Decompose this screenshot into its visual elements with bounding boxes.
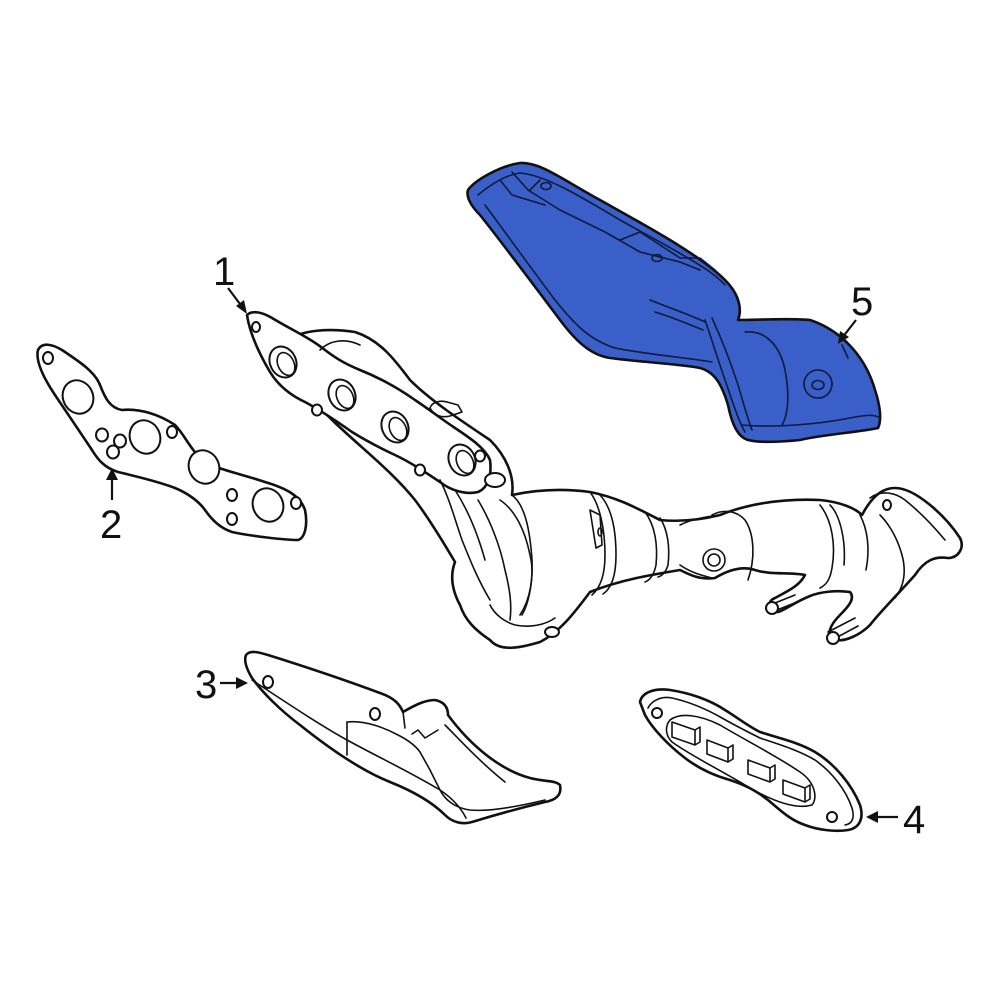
callout-arrow-5	[838, 319, 857, 344]
part-5-upper-heat-shield[interactable]	[466, 161, 882, 444]
callout-label-1: 1	[213, 250, 236, 294]
callout-arrow-1	[227, 287, 247, 314]
callout-arrow-3	[220, 677, 248, 689]
callout-label-5: 5	[851, 280, 874, 324]
part-3-lower-heat-shield[interactable]	[243, 650, 562, 825]
part-1-exhaust-manifold[interactable]	[245, 310, 963, 650]
callout-arrow-2	[106, 468, 118, 500]
callout-label-3: 3	[195, 663, 218, 707]
callout-label-2: 2	[100, 503, 123, 547]
part-4-flange-gasket[interactable]	[638, 688, 863, 833]
part-2-manifold-gasket[interactable]	[36, 343, 308, 542]
callout-arrow-4	[866, 811, 898, 823]
callout-label-4: 4	[903, 798, 926, 842]
